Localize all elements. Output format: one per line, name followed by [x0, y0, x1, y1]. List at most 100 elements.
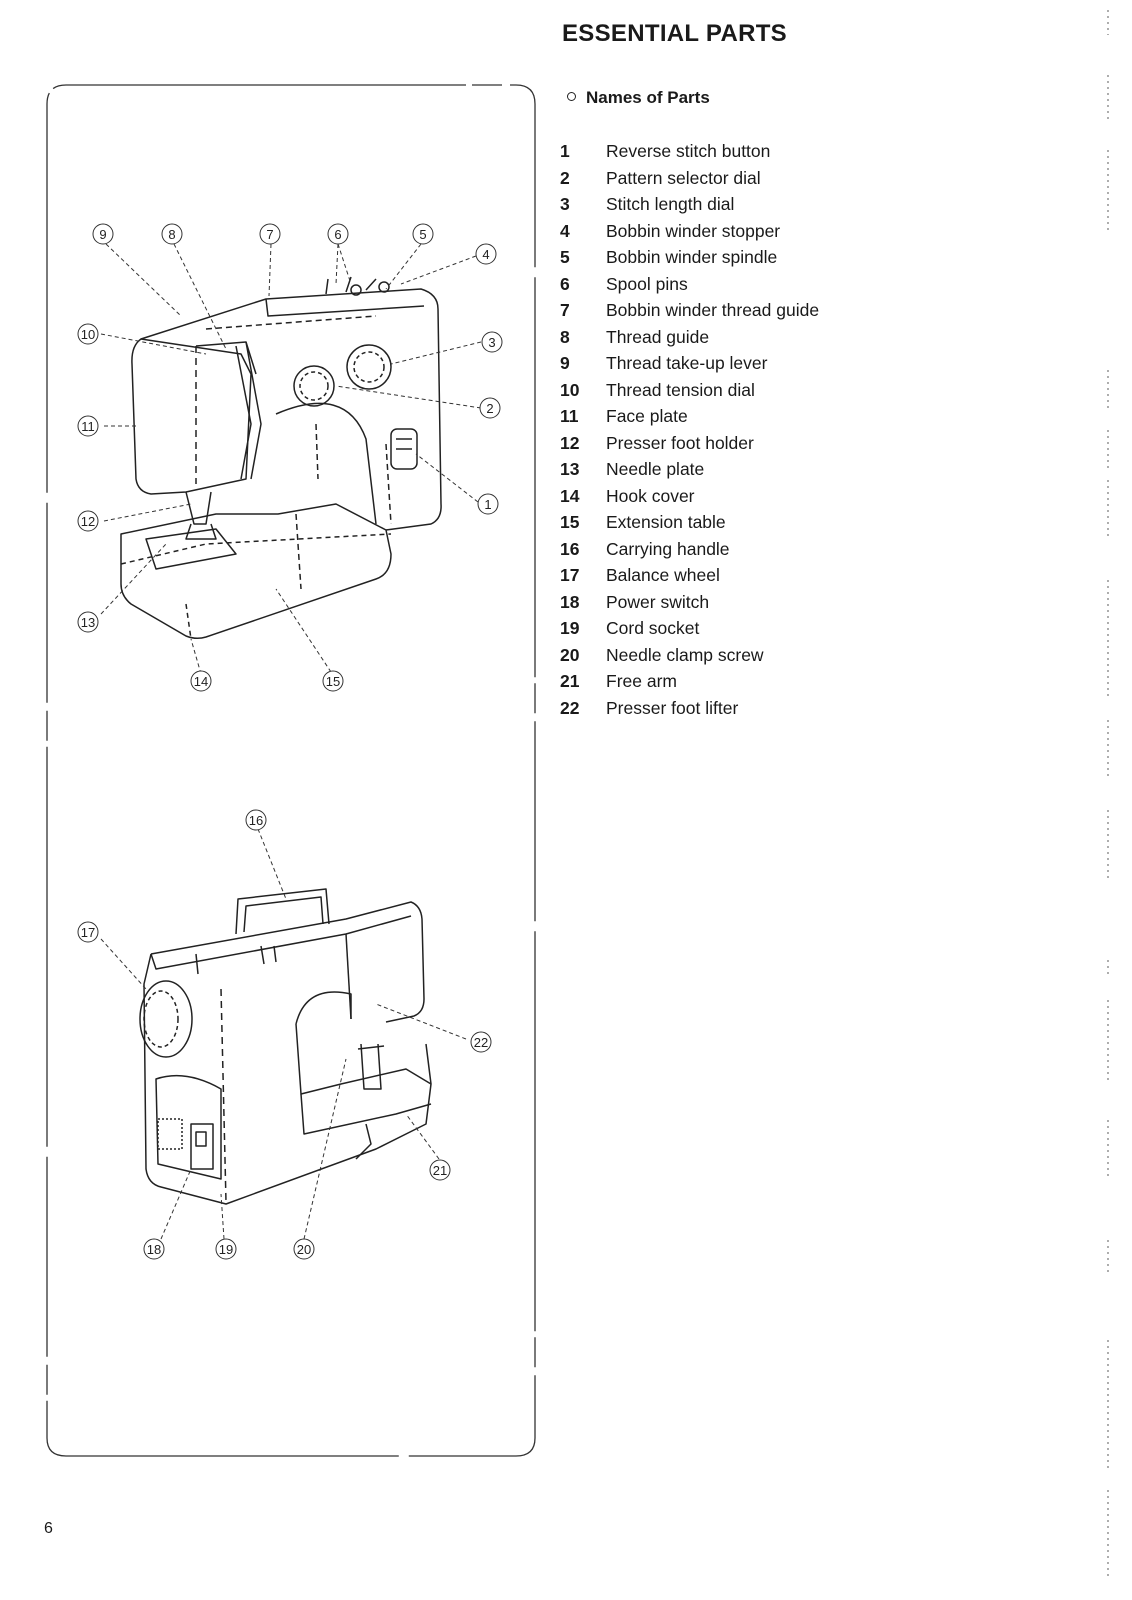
part-number: 15 — [560, 512, 580, 532]
callout-18: 18 — [143, 1238, 165, 1260]
part-number: 16 — [560, 538, 580, 559]
back-view-machine — [139, 888, 432, 1205]
callout-6: 6 — [327, 223, 349, 245]
part-name: Thread tension dial — [606, 379, 755, 400]
back-callouts: 16 17 22 21 18 19 20 — [77, 809, 492, 1260]
list-item: 20 Needle clamp screw — [560, 642, 880, 669]
illustration-frame — [46, 84, 536, 1457]
list-item: 8 Thread guide — [560, 324, 880, 351]
part-number: 3 — [560, 194, 570, 214]
part-name: Reverse stitch button — [606, 141, 771, 161]
list-item: 21 Free arm — [560, 668, 880, 695]
part-number: 10 — [560, 379, 580, 400]
part-number: 4 — [560, 220, 570, 241]
svg-text:2: 2 — [486, 401, 493, 416]
svg-text:8: 8 — [168, 227, 175, 242]
svg-text:7: 7 — [266, 227, 273, 242]
list-item: 4 Bobbin winder stopper — [560, 218, 880, 245]
front-view-machine — [120, 276, 442, 640]
part-name: Needle clamp screw — [606, 644, 764, 665]
svg-text:3: 3 — [488, 335, 495, 350]
svg-text:4: 4 — [482, 247, 489, 262]
part-name: Spool pins — [606, 273, 688, 294]
svg-text:18: 18 — [147, 1242, 161, 1257]
callout-21: 21 — [429, 1159, 451, 1181]
callout-4: 4 — [475, 243, 497, 265]
illustration-panel: 9 8 7 6 5 4 10 3 11 2 1 12 13 14 15 — [46, 84, 536, 1457]
callout-2: 2 — [479, 397, 501, 419]
part-number: 13 — [560, 459, 580, 479]
stitch-length-dial — [346, 344, 392, 390]
part-name: Stitch length dial — [606, 194, 735, 214]
callout-17: 17 — [77, 921, 99, 943]
svg-text:5: 5 — [419, 227, 426, 242]
callout-13: 13 — [77, 611, 99, 633]
part-number: 20 — [560, 644, 580, 665]
callout-1: 1 — [477, 493, 499, 515]
part-number: 9 — [560, 353, 570, 373]
part-number: 17 — [560, 565, 580, 585]
part-number: 8 — [560, 326, 570, 347]
part-name: Extension table — [606, 512, 726, 532]
part-name: Bobbin winder stopper — [606, 220, 781, 241]
pattern-selector-dial — [293, 365, 335, 407]
part-number: 21 — [560, 671, 580, 691]
power-switch — [190, 1123, 214, 1170]
svg-text:19: 19 — [219, 1242, 233, 1257]
balance-wheel — [139, 980, 193, 1058]
callout-20: 20 — [293, 1238, 315, 1260]
callout-22: 22 — [470, 1031, 492, 1053]
callout-14: 14 — [190, 670, 212, 692]
callout-19: 19 — [215, 1238, 237, 1260]
part-name: Thread take-up lever — [606, 353, 768, 373]
part-name: Carrying handle — [606, 538, 730, 559]
part-name: Free arm — [606, 671, 677, 691]
list-item: 16 Carrying handle — [560, 536, 880, 563]
callout-16: 16 — [245, 809, 267, 831]
part-name: Balance wheel — [606, 565, 720, 585]
section-title: Names of Parts — [567, 88, 710, 108]
svg-text:14: 14 — [194, 674, 208, 689]
svg-text:13: 13 — [81, 615, 95, 630]
svg-text:15: 15 — [326, 674, 340, 689]
front-callout-leaders — [100, 243, 482, 675]
part-number: 5 — [560, 247, 570, 267]
part-name: Thread guide — [606, 326, 710, 347]
callout-9: 9 — [92, 223, 114, 245]
list-item: 17 Balance wheel — [560, 562, 880, 589]
svg-text:16: 16 — [249, 813, 263, 828]
part-name: Power switch — [606, 591, 710, 612]
part-number: 14 — [560, 485, 580, 506]
part-number: 12 — [560, 432, 580, 453]
part-number: 2 — [560, 167, 570, 188]
callout-3: 3 — [481, 331, 503, 353]
svg-text:6: 6 — [334, 227, 341, 242]
reverse-stitch-button — [390, 428, 418, 470]
part-number: 22 — [560, 697, 580, 718]
part-name: Bobbin winder spindle — [606, 247, 778, 267]
back-callout-leaders — [100, 828, 467, 1240]
edge-marks — [1107, 10, 1109, 1580]
part-number: 19 — [560, 618, 580, 638]
callout-10: 10 — [77, 323, 99, 345]
bullet-icon — [567, 92, 576, 101]
front-callouts: 9 8 7 6 5 4 10 3 11 2 1 12 13 14 15 — [77, 223, 503, 692]
svg-text:12: 12 — [81, 514, 95, 529]
part-number: 18 — [560, 591, 580, 612]
svg-text:22: 22 — [474, 1035, 488, 1050]
svg-text:17: 17 — [81, 925, 95, 940]
list-item: 3 Stitch length dial — [560, 191, 880, 218]
list-item: 9 Thread take-up lever — [560, 350, 880, 377]
callout-12: 12 — [77, 510, 99, 532]
part-name: Face plate — [606, 406, 688, 426]
svg-text:11: 11 — [81, 419, 95, 434]
